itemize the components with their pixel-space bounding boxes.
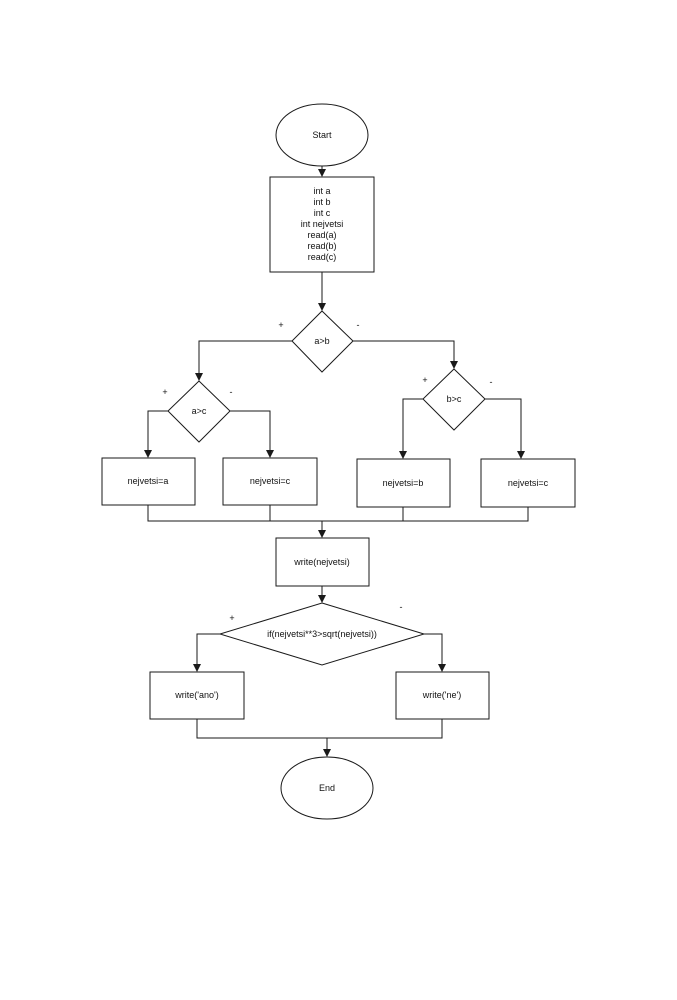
edge-ab-true [195,340,292,381]
write-max-node [275,537,370,587]
edge-ac-true [144,410,168,458]
assign-b-node [356,458,451,508]
declare-line: read(c) [308,252,337,262]
connectors [144,165,529,757]
declare-line: int a [313,186,330,196]
assign-a-node [101,457,196,506]
declare-line: read(b) [307,241,336,251]
decision-bc-label: b>c [447,394,462,404]
final-true-label: + [229,613,234,623]
declare-line: int b [313,197,330,207]
ab-false-label: - [357,320,360,330]
assign-c-left-label: nejvetsi=c [250,476,291,486]
decision-final [218,602,426,666]
decision-final-label: if(nejvetsi**3>sqrt(nejvetsi)) [267,629,377,639]
write-ano-label: write('ano') [174,690,218,700]
edge-final-true [193,633,220,672]
bc-false-label: - [490,377,493,387]
write-ne-node [395,671,490,720]
ac-true-label: + [162,387,167,397]
edge-final-merge [196,719,443,739]
declare-line: read(a) [307,230,336,240]
ab-true-label: + [278,320,283,330]
start-node [275,103,369,167]
declare-node [269,176,375,273]
edge-ab-false [353,340,458,369]
bc-true-label: + [422,375,427,385]
start-label: Start [312,130,332,140]
assign-c-right-label: nejvetsi=c [508,478,549,488]
decision-ac [167,380,231,443]
end-node [280,756,374,820]
edge-final-false [424,633,446,672]
decision-ac-label: a>c [192,406,207,416]
declare-line: int c [314,208,331,218]
assign-b-label: nejvetsi=b [383,478,424,488]
ac-false-label: - [230,387,233,397]
write-ano-node [149,671,245,720]
assign-c-left-node [222,457,318,506]
end-label: End [319,783,335,793]
edge-merge-bar [147,505,529,522]
write-ne-label: write('ne') [422,690,461,700]
edge-bc-true [399,398,423,459]
declare-line: int nejvetsi [301,219,344,229]
assign-c-right-node [480,458,576,508]
decision-ab [291,310,354,373]
edge-bc-false [485,398,525,459]
decision-bc [422,368,486,431]
edge-ac-false [230,410,274,458]
write-max-label: write(nejvetsi) [293,557,350,567]
decision-ab-label: a>b [314,336,329,346]
assign-a-label: nejvetsi=a [128,476,169,486]
final-false-label: - [400,602,403,612]
